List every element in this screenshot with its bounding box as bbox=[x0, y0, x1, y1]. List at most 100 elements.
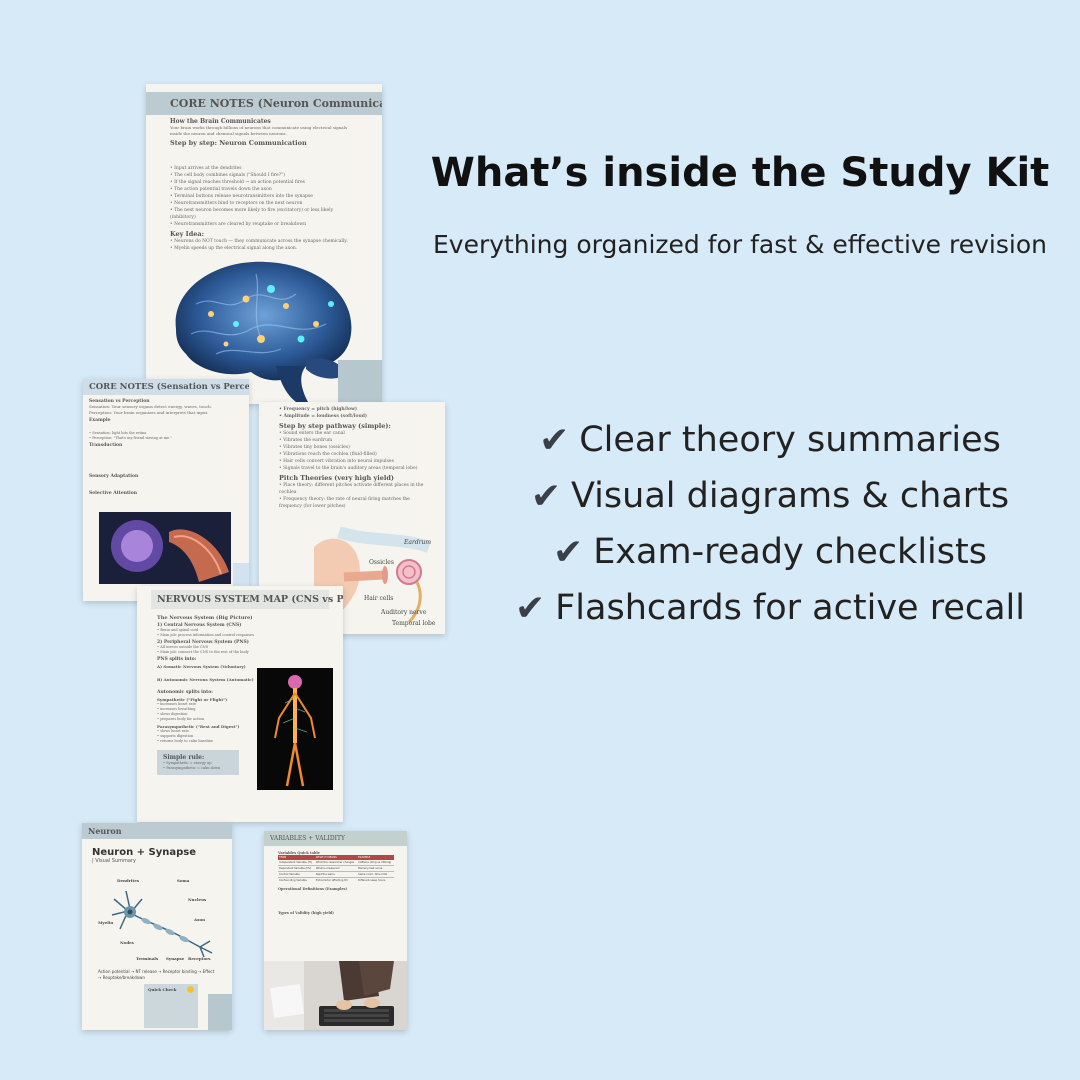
table-row: Independent Variable (IV) What the resea… bbox=[278, 860, 394, 866]
theory-list: Place theory: different pitches activate… bbox=[279, 482, 425, 510]
page-corner-accent bbox=[338, 360, 382, 404]
feature-item: ✔ Exam-ready checklists bbox=[480, 524, 1060, 580]
list-item: Main job: connect the CNS to the rest of… bbox=[157, 650, 323, 655]
page-corner-accent bbox=[208, 994, 232, 1030]
section-title: Sensation vs Perception bbox=[89, 399, 150, 404]
eardrum-label: Eardrum bbox=[404, 539, 432, 546]
list-item: Main job: process information and contro… bbox=[157, 633, 323, 638]
pathway-list: Sound enters the ear canal Vibrates the … bbox=[279, 430, 425, 472]
feature-text: Flashcards for active recall bbox=[555, 588, 1025, 628]
page-header: CORE NOTES (Sensation vs Perception) bbox=[83, 379, 249, 395]
page-header: NERVOUS SYSTEM MAP (CNS vs PNS) bbox=[151, 590, 343, 609]
neuron-diagram bbox=[111, 890, 213, 958]
list-item: Sympathetic = energy up bbox=[163, 761, 233, 766]
auditory-nerve-label: Auditory nerve bbox=[381, 609, 427, 616]
table-cell: Same room, time limit bbox=[358, 873, 388, 876]
rule-title: Simple rule: bbox=[163, 754, 205, 761]
list-item: Sensation: light hits the retina bbox=[89, 431, 243, 436]
variables-table: TERM WHAT IT MEANS EXAMPLE Independent V… bbox=[278, 855, 394, 883]
section-title: The Nervous System (Big Picture) bbox=[157, 615, 253, 621]
checkmark-icon: ✔ bbox=[530, 475, 561, 517]
terminals-label: Terminals bbox=[136, 956, 159, 961]
page-title: Neuron + Synapse bbox=[92, 847, 197, 858]
list-item: The action potential travels down the ax… bbox=[170, 186, 358, 193]
checkmark-icon: ✔ bbox=[539, 419, 570, 461]
cns-list: Brain and spinal cord Main job: process … bbox=[157, 628, 323, 638]
list-item: Neurotransmitters bind to receptors on t… bbox=[170, 200, 358, 207]
table-cell: Kept the same bbox=[315, 873, 335, 876]
table-cell: Extra factor affecting DV bbox=[315, 879, 348, 882]
nucleus-label: Nucleus bbox=[188, 897, 207, 902]
brain-illustration bbox=[175, 261, 352, 402]
axon-label: Axon bbox=[194, 917, 206, 922]
list-item: increases breathing bbox=[157, 707, 323, 712]
key-idea-label: Key Idea: bbox=[170, 230, 205, 238]
list-item: Frequency = pitch (high/low) bbox=[279, 406, 425, 413]
temporal-lobe-label: Temporal lobe bbox=[392, 620, 436, 627]
page-header: Neuron bbox=[82, 823, 232, 839]
simple-rule-box: Simple rule: Sympathetic = energy up Par… bbox=[157, 750, 239, 775]
table-cell: What is measured bbox=[315, 867, 340, 870]
quick-check-box: Quick Check bbox=[144, 984, 198, 1028]
definition-line: Perception: Your brain organizes and int… bbox=[89, 410, 209, 415]
soma-label: Soma bbox=[177, 878, 190, 883]
feature-text: Clear theory summaries bbox=[579, 420, 1001, 460]
example-list: Sensation: light hits the retina Percept… bbox=[89, 431, 243, 441]
page-neuron-communication: CORE NOTES (Neuron Communication) How th… bbox=[146, 84, 382, 404]
lightbulb-icon bbox=[187, 986, 194, 993]
table-header: WHAT IT MEANS bbox=[315, 856, 337, 859]
list-item: increases heart rate bbox=[157, 702, 323, 707]
section-title: Sensory Adaptation bbox=[89, 474, 139, 479]
list-item: Parasympathetic = calm down bbox=[163, 766, 233, 771]
quick-check-title: Quick Check bbox=[148, 987, 177, 992]
list-item: Neurons do NOT touch — they communicate … bbox=[170, 238, 358, 245]
desk-photo bbox=[264, 961, 407, 1030]
list-item: Neurotransmitters are cleared by reuptak… bbox=[170, 221, 358, 228]
list-item: slows heart rate bbox=[157, 729, 323, 734]
table-row: Control Variable Kept the same Same room… bbox=[278, 872, 394, 878]
page-header: VARIABLES + VALIDITY bbox=[264, 831, 407, 846]
section-title: Operational Definitions (Examples) bbox=[278, 887, 348, 891]
wave-properties: Frequency = pitch (high/low) Amplitude =… bbox=[279, 406, 425, 420]
nervous-system-figure bbox=[257, 668, 333, 790]
receptors-label: Receptors bbox=[188, 956, 211, 961]
section-title: Variables Quick table bbox=[278, 851, 320, 855]
list-item: slows digestion bbox=[157, 712, 323, 717]
intro-text: Your brain works through billions of neu… bbox=[170, 125, 348, 136]
list-item: Hair cells convert vibration into neural… bbox=[279, 458, 425, 465]
cns-title: 1) Central Nervous System (CNS) bbox=[157, 623, 242, 628]
list-item: Vibrations reach the cochlea (fluid-fill… bbox=[279, 451, 425, 458]
autonomic-title: B) Autonomic Nervous System (Automatic) bbox=[157, 677, 254, 682]
section-title: Selective Attention bbox=[89, 491, 138, 496]
feature-list: ✔ Clear theory summaries ✔ Visual diagra… bbox=[480, 412, 1060, 636]
brain-eye-illustration bbox=[99, 512, 231, 584]
feature-item: ✔ Flashcards for active recall bbox=[480, 580, 1060, 636]
list-item: The cell body combines signals ("Should … bbox=[170, 172, 358, 179]
table-cell: Control Variable bbox=[279, 873, 300, 876]
synapse-label: Synapse bbox=[166, 956, 185, 961]
pns-list: All nerves outside the CNS Main job: con… bbox=[157, 645, 323, 655]
page-sensation-perception: CORE NOTES (Sensation vs Perception) Sen… bbox=[83, 379, 249, 601]
table-cell: Different sleep hours bbox=[358, 879, 386, 882]
section-title: PNS splits into: bbox=[157, 657, 197, 662]
section-title: Step by step: Neuron Communication bbox=[170, 139, 307, 147]
table-row: Dependent Variable (DV) What is measured… bbox=[278, 866, 394, 872]
headline: What’s inside the Study Kit bbox=[430, 150, 1050, 196]
list-item: Amplitude = loudness (soft/loud) bbox=[279, 413, 425, 420]
parasympathetic-list: slows heart rate supports digestion retu… bbox=[157, 729, 323, 744]
section-title: Autonomic splits into: bbox=[157, 690, 213, 695]
pns-title: 2) Peripheral Nervous System (PNS) bbox=[157, 640, 249, 645]
rule-list: Sympathetic = energy up Parasympathetic … bbox=[163, 761, 233, 771]
sympathetic-title: Sympathetic ("Fight or Flight") bbox=[157, 697, 228, 702]
page-nervous-system: NERVOUS SYSTEM MAP (CNS vs PNS) The Nerv… bbox=[137, 586, 343, 822]
table-cell: Memory test score bbox=[358, 867, 383, 870]
table-cell: Independent Variable (IV) bbox=[279, 861, 313, 864]
feature-text: Visual diagrams & charts bbox=[571, 476, 1010, 516]
list-item: Sound enters the ear canal bbox=[279, 430, 425, 437]
ossicles-label: Ossicles bbox=[369, 559, 394, 566]
list-item: Signals travel to the brain's auditory a… bbox=[279, 465, 425, 472]
list-item: prepares body for action bbox=[157, 717, 323, 722]
section-title: Transduction bbox=[89, 443, 123, 448]
table-cell: What the researcher changes bbox=[315, 861, 355, 864]
